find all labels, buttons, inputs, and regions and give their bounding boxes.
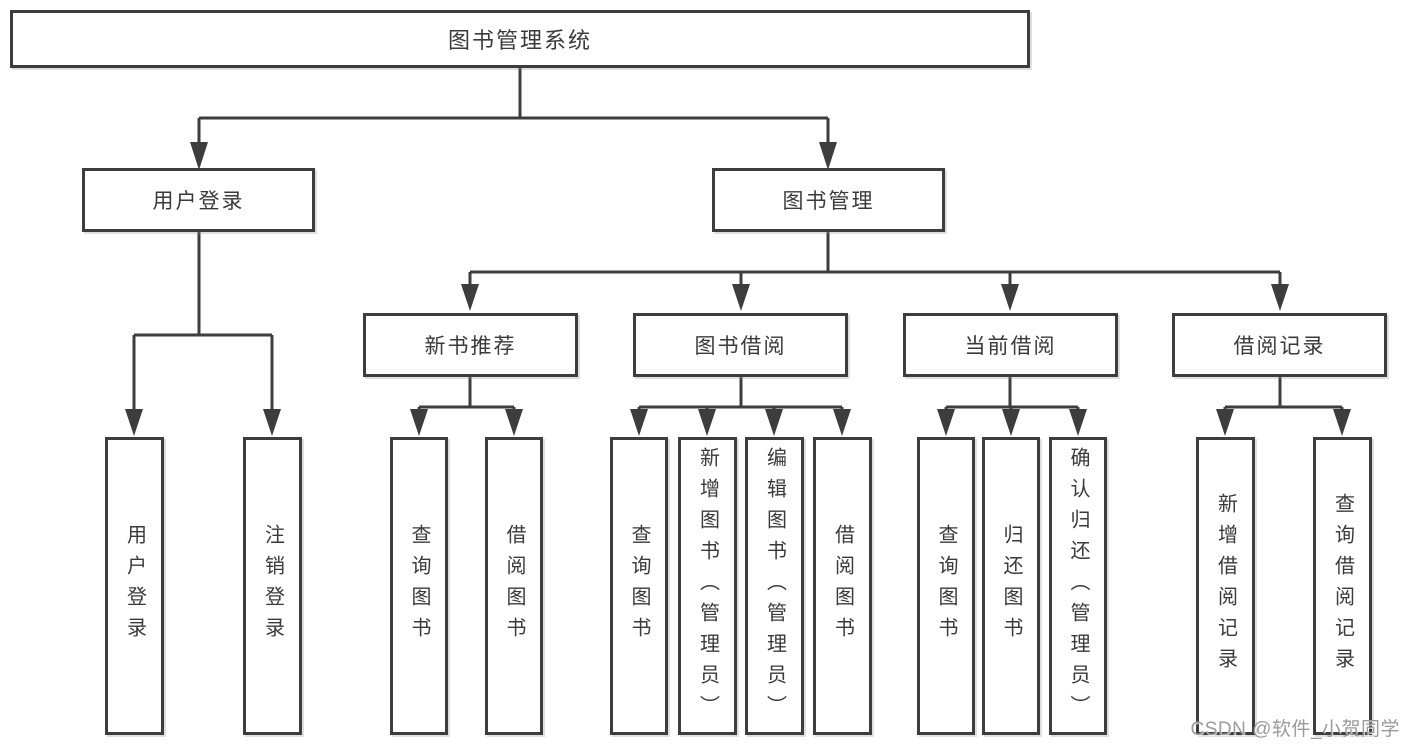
arrow-down-icon (1069, 409, 1087, 436)
leaf-label: 借阅图书 (503, 524, 525, 648)
node-book-borrow: 图书借阅 (633, 313, 848, 377)
node-label: 图书管理系统 (447, 28, 592, 53)
node-new-book-recommend: 新书推荐 (363, 313, 578, 377)
arrow-down-icon (765, 409, 783, 436)
leaf-records-query-record: 查询借阅记录 (1313, 437, 1372, 735)
leaf-current-confirm-return-admin: 确认归还（管理员） (1049, 437, 1107, 735)
arrow-down-icon (125, 409, 143, 436)
leaf-label: 新增图书（管理员） (696, 446, 719, 726)
node-label: 图书借阅 (694, 335, 787, 358)
arrow-down-icon (1271, 284, 1289, 311)
arrow-down-icon (505, 409, 523, 436)
arrow-down-icon (732, 284, 750, 311)
node-user-login: 用户登录 (82, 168, 315, 232)
node-label: 新书推荐 (424, 335, 517, 358)
node-borrow-records: 借阅记录 (1172, 313, 1387, 377)
node-library-management-system: 图书管理系统 (10, 10, 1030, 68)
arrow-down-icon (698, 409, 716, 436)
leaf-label: 编辑图书（管理员） (763, 446, 786, 726)
leaf-borrow-query-books: 查询图书 (610, 437, 668, 735)
node-label: 用户登录 (152, 190, 245, 213)
leaf-label: 查询图书 (935, 524, 957, 648)
csdn-watermark: CSDN @软件_小贺同学 (1190, 719, 1400, 740)
arrow-down-icon (461, 284, 479, 311)
leaf-label: 归还图书 (1000, 524, 1022, 648)
arrow-down-icon (1002, 409, 1020, 436)
arrow-down-icon (410, 409, 428, 436)
leaf-borrow-add-books-admin: 新增图书（管理员） (678, 437, 737, 735)
arrowhead-icons (125, 142, 1351, 436)
leaf-label: 确认归还（管理员） (1067, 446, 1089, 726)
node-label: 当前借阅 (964, 335, 1057, 358)
arrow-down-icon (190, 142, 208, 170)
leaf-current-return-books: 归还图书 (982, 437, 1040, 735)
arrow-down-icon (1001, 284, 1019, 311)
leaf-newbook-query-books: 查询图书 (390, 437, 448, 735)
leaf-label: 借阅图书 (831, 524, 854, 648)
arrow-down-icon (630, 409, 648, 436)
node-label: 图书管理 (782, 190, 875, 213)
leaf-current-query-books: 查询图书 (917, 437, 975, 735)
leaf-logout-login: 注销登录 (243, 437, 302, 735)
node-current-borrow: 当前借阅 (903, 313, 1118, 377)
leaf-borrow-edit-books-admin: 编辑图书（管理员） (745, 437, 804, 735)
arrow-down-icon (819, 142, 837, 170)
leaf-label: 查询借阅记录 (1331, 493, 1354, 679)
leaf-borrow-borrow-books: 借阅图书 (813, 437, 872, 735)
node-book-management: 图书管理 (712, 168, 945, 232)
leaf-records-add-record: 新增借阅记录 (1196, 437, 1255, 735)
arrow-down-icon (937, 409, 955, 436)
leaf-label: 查询图书 (408, 524, 430, 648)
leaf-label: 查询图书 (628, 524, 650, 648)
node-label: 借阅记录 (1233, 335, 1326, 358)
leaf-label: 用户登录 (123, 524, 146, 648)
leaf-label: 新增借阅记录 (1214, 493, 1237, 679)
leaf-label: 注销登录 (261, 524, 284, 648)
arrow-down-icon (833, 409, 851, 436)
arrow-down-icon (1216, 409, 1234, 436)
leaf-user-login: 用户登录 (105, 437, 164, 735)
arrow-down-icon (1333, 409, 1351, 436)
arrow-down-icon (263, 409, 281, 436)
leaf-newbook-borrow-books: 借阅图书 (485, 437, 543, 735)
